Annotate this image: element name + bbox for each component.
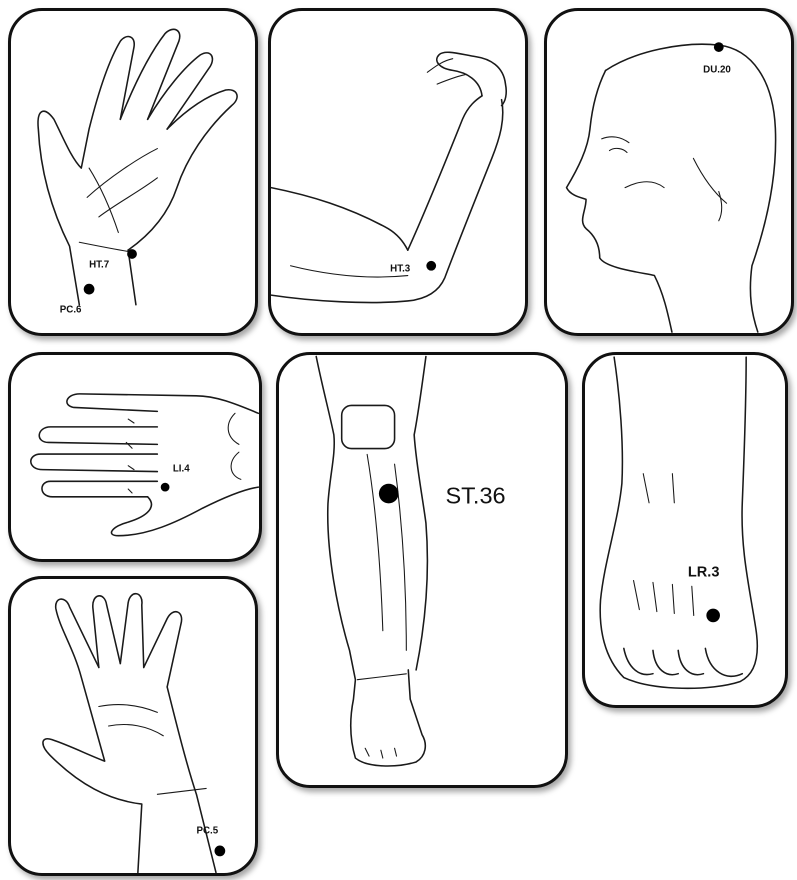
leg-illustration: ST.36 xyxy=(279,355,565,785)
panel-elbow: HT.3 xyxy=(268,8,528,336)
du20-label: DU.20 xyxy=(703,64,731,75)
elbow-illustration: HT.3 xyxy=(271,11,525,333)
panel-foot: LR.3 xyxy=(582,352,788,708)
ht3-point xyxy=(426,261,436,271)
panel-palm-wrist: HT.7 PC.6 xyxy=(8,8,258,336)
li4-point xyxy=(161,483,170,492)
lr3-label: LR.3 xyxy=(688,565,720,581)
li4-label: LI.4 xyxy=(173,464,190,475)
palm-forearm-illustration: PC.5 xyxy=(11,579,255,873)
pc6-label: PC.6 xyxy=(60,305,82,316)
st36-point xyxy=(379,484,399,504)
panel-head: DU.20 xyxy=(544,8,794,336)
lr3-point xyxy=(706,609,720,623)
palm-wrist-labels: HT.7 PC.6 xyxy=(11,11,255,333)
panel-hand-back: LI.4 xyxy=(8,352,262,562)
foot-illustration: LR.3 xyxy=(585,355,785,705)
head-illustration: DU.20 xyxy=(547,11,791,333)
ht7-label: HT.7 xyxy=(89,260,109,271)
pc5-point xyxy=(214,846,225,857)
panel-palm-forearm: PC.5 xyxy=(8,576,258,876)
hand-back-illustration: LI.4 xyxy=(11,355,259,559)
st36-label: ST.36 xyxy=(446,482,506,508)
panel-leg: ST.36 xyxy=(276,352,568,788)
pc5-label: PC.5 xyxy=(196,825,218,836)
ht3-label: HT.3 xyxy=(390,264,411,275)
du20-point xyxy=(714,42,724,52)
